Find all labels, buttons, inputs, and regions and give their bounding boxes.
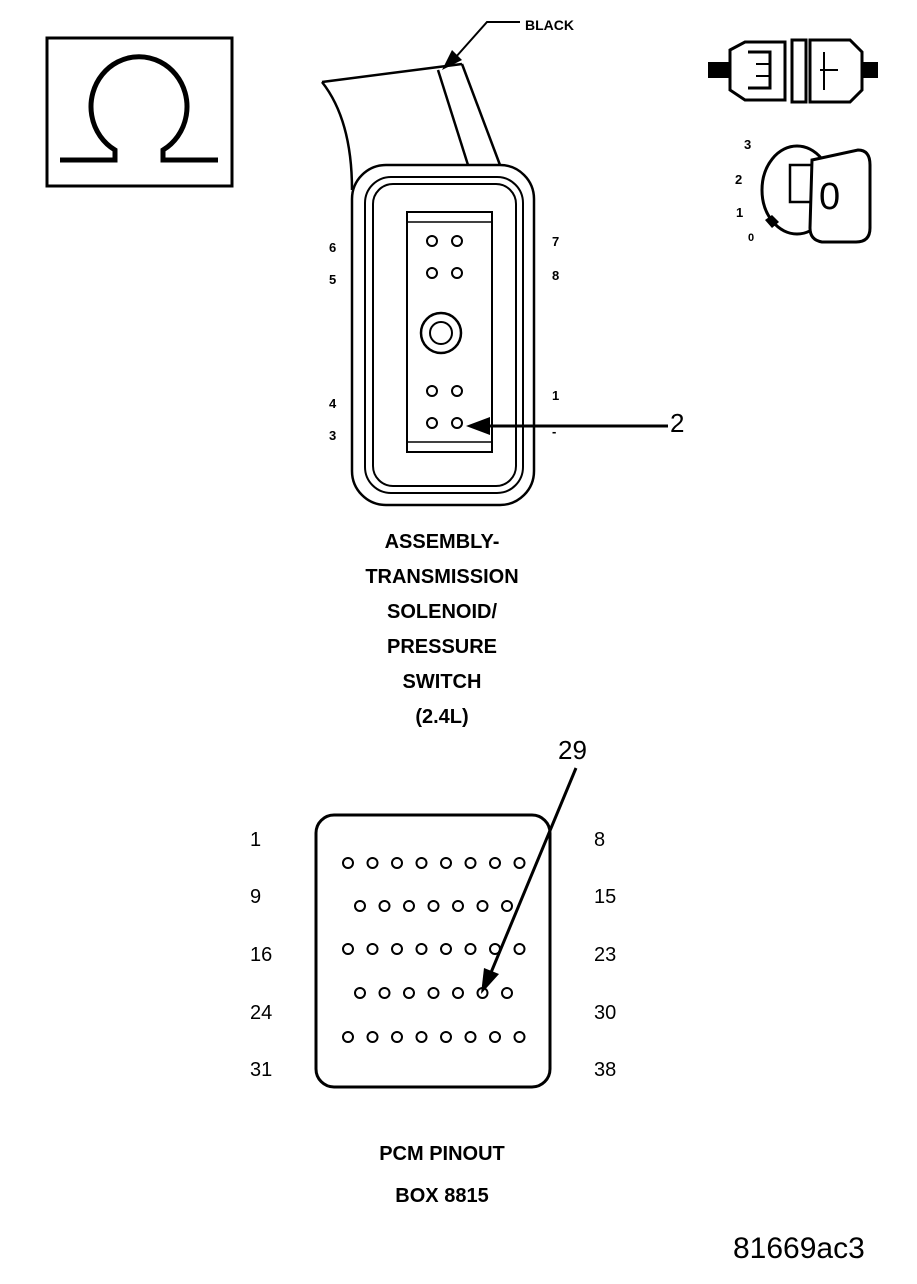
pcm-row-end-15: 15 [594,886,617,908]
pcm-pin-hole [403,900,415,912]
pcm-pin-hole [378,987,391,999]
solenoid-pin-dash: - [552,424,557,439]
solenoid-pin-4: 4 [329,396,337,411]
pcm-pin-hole [391,943,403,955]
pcm-pin-hole [452,987,464,999]
caption-line: PRESSURE [386,636,498,658]
pcm-connector [314,813,552,1089]
wire-color-leader [442,21,520,70]
pcm-pin-hole [452,900,464,912]
pcm-pin-hole [476,900,489,912]
ignition-position-0: 0 [748,232,755,244]
pcm-pin-hole [415,943,428,955]
pcm-pin-hole [440,857,452,869]
caption-line: BOX 8815 [395,1185,489,1207]
pcm-pin-hole [366,943,379,955]
pcm-pin-hole [342,857,354,869]
pcm-row-start-16: 16 [250,944,273,966]
pcm-pin-hole [354,900,366,912]
caption-line: SOLENOID/ [386,601,497,623]
pcm-pin-hole [342,943,354,955]
callout-2-label: 2 [670,408,685,438]
caption-line: SWITCH [402,671,482,693]
pcm-row-start-1: 1 [250,829,262,851]
solenoid-pin-1: 1 [552,388,560,403]
pcm-row-end-8: 8 [594,829,606,851]
pcm-pin-hole [415,1031,428,1043]
pcm-pin-hole [489,1031,501,1043]
solenoid-pin-5: 5 [329,272,337,287]
pcm-pin-hole [440,1031,452,1043]
caption-line: PCM PINOUT [379,1143,505,1165]
pcm-pin-hole [501,900,513,912]
ignition-position-3: 3 [744,137,752,152]
pcm-pin-hole [513,1031,526,1043]
pcm-row-end-23: 23 [594,944,617,966]
figure-id: 81669ac3 [733,1232,865,1265]
pcm-pin-hole [440,943,452,955]
pcm-pin-hole [513,857,526,869]
wire-color-label: BLACK [525,17,574,33]
pcm-pin-hole [427,900,440,912]
pcm-pin-hole [391,857,403,869]
solenoid-pin-6: 6 [329,240,337,255]
callout-arrow-2 [466,417,668,435]
pcm-pin-hole [489,857,501,869]
connector-plug-icon [708,38,878,104]
ignition-position-2: 2 [735,172,743,187]
pcm-pin-hole [464,1031,477,1043]
pcm-pin-hole [501,987,513,999]
pcm-pin-hole [513,943,526,955]
ignition-position-1: 1 [736,205,744,220]
solenoid-caption: ASSEMBLY- TRANSMISSION SOLENOID/ PRESSUR… [330,525,554,735]
solenoid-pin-3: 3 [329,428,337,443]
pcm-pin-hole [354,987,366,999]
ignition-switch-icon [760,144,872,244]
pcm-pin-hole [366,857,379,869]
pcm-pin-hole [378,900,391,912]
pcm-pin-hole [464,943,477,955]
pcm-pin-hole [403,987,415,999]
solenoid-pin-8: 8 [552,268,560,283]
solenoid-connector [321,62,536,507]
ignition-key-label: 0 [819,176,841,218]
pcm-row-start-31: 31 [250,1059,273,1081]
caption-line: (2.4L) [415,706,469,728]
pcm-pin-hole [366,1031,379,1043]
pcm-pin-hole [464,857,477,869]
pcm-pin-hole [391,1031,403,1043]
ohmmeter-icon [45,36,234,188]
solenoid-pin-7: 7 [552,234,560,249]
caption-line: ASSEMBLY- [384,531,500,553]
pcm-caption: PCM PINOUT BOX 8815 [330,1133,554,1217]
pcm-pin-hole [415,857,428,869]
caption-line: TRANSMISSION [365,566,519,588]
pcm-row-start-24: 24 [250,1002,273,1024]
pcm-row-start-9: 9 [250,886,262,908]
pcm-pin-hole [427,987,440,999]
pcm-row-end-30: 30 [594,1002,617,1024]
pcm-row-end-38: 38 [594,1059,617,1081]
pcm-pin-hole [342,1031,354,1043]
callout-arrow-29 [481,767,578,994]
callout-29-label: 29 [558,735,587,765]
